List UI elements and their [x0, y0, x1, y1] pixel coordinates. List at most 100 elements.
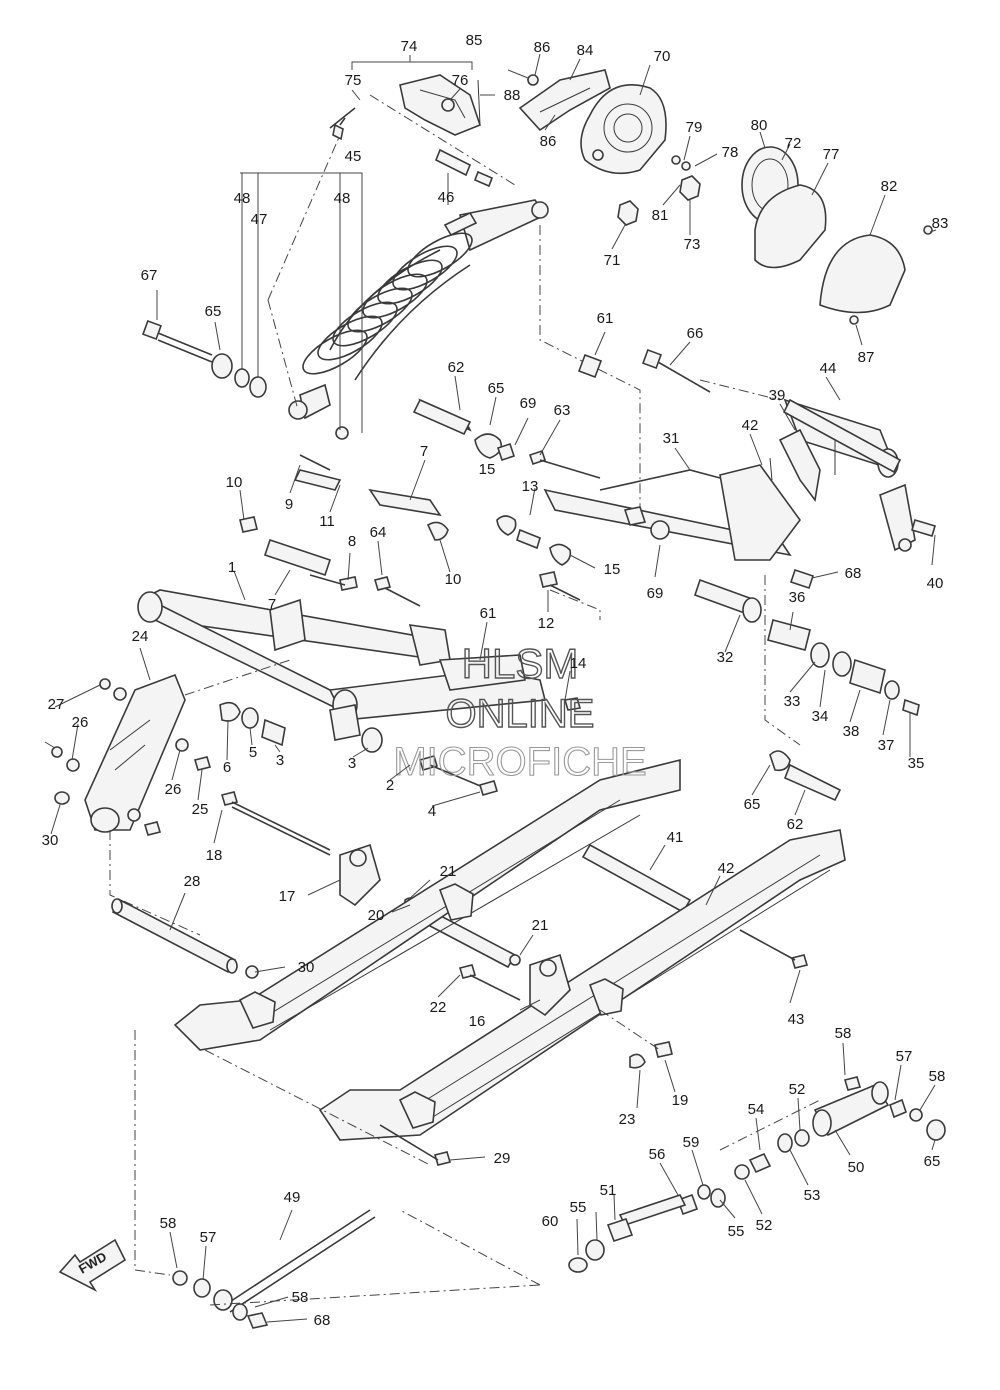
- callout-66: 66: [687, 325, 704, 342]
- callout-86: 86: [534, 39, 551, 56]
- watermark-line-2: ONLINE: [446, 692, 595, 736]
- callout-52: 52: [789, 1081, 806, 1098]
- callout-79: 79: [686, 119, 703, 136]
- callout-29: 29: [494, 1150, 511, 1167]
- callout-88: 88: [504, 87, 521, 104]
- callout-7: 7: [420, 443, 428, 460]
- shock-leaders: [240, 134, 641, 520]
- callout-10: 10: [445, 571, 462, 588]
- callout-78: 78: [722, 144, 739, 161]
- callout-58: 58: [160, 1215, 177, 1232]
- callout-68: 68: [314, 1312, 331, 1329]
- callout-58: 58: [929, 1068, 946, 1085]
- callout-65: 65: [744, 796, 761, 813]
- callout-60: 60: [542, 1213, 559, 1230]
- callout-leaders: [44, 53, 937, 1323]
- forward-direction-tag: FWD: [58, 1238, 127, 1293]
- callout-52: 52: [756, 1217, 773, 1234]
- bolt-67: [142, 320, 267, 398]
- callout-11: 11: [319, 513, 335, 530]
- callout-labels: 1 2 3 3 4 5 6 7 7 8 9 10 10 11 12 13 14 …: [42, 32, 949, 1329]
- callout-42: 42: [742, 417, 759, 434]
- callout-59: 59: [683, 1134, 700, 1151]
- callout-55: 55: [728, 1223, 745, 1240]
- callout-34: 34: [812, 708, 829, 725]
- callout-86: 86: [540, 133, 557, 150]
- callout-85: 85: [466, 32, 483, 49]
- callout-65: 65: [924, 1153, 941, 1170]
- callout-1: 1: [228, 559, 236, 576]
- callout-55: 55: [570, 1199, 587, 1216]
- callout-80: 80: [751, 117, 768, 134]
- callout-74: 74: [401, 38, 418, 55]
- chaincase-group: [507, 69, 933, 325]
- callout-15: 15: [604, 561, 621, 578]
- callout-62: 62: [448, 359, 465, 376]
- link-plate-group: [51, 659, 291, 936]
- callout-49: 49: [284, 1189, 301, 1206]
- callout-58: 58: [292, 1289, 309, 1306]
- callout-57: 57: [896, 1048, 913, 1065]
- callout-69: 69: [520, 395, 537, 412]
- callout-72: 72: [785, 135, 802, 152]
- callout-17: 17: [279, 888, 296, 905]
- callout-13: 13: [522, 478, 539, 495]
- callout-44: 44: [820, 360, 837, 377]
- callout-7: 7: [268, 596, 276, 613]
- lower-shaft-group: [399, 1076, 946, 1286]
- callout-45: 45: [345, 148, 362, 165]
- callout-69: 69: [647, 585, 664, 602]
- callout-48: 48: [334, 190, 351, 207]
- tubes: [111, 398, 902, 979]
- callout-41: 41: [667, 829, 684, 846]
- callout-70: 70: [654, 48, 671, 65]
- callout-61: 61: [597, 310, 614, 327]
- callout-22: 22: [430, 999, 447, 1016]
- callout-68: 68: [845, 565, 862, 582]
- callout-21: 21: [532, 917, 549, 934]
- callout-56: 56: [649, 1146, 666, 1163]
- callout-63: 63: [554, 402, 571, 419]
- callout-87: 87: [858, 349, 875, 366]
- callout-46: 46: [438, 189, 455, 206]
- callout-77: 77: [823, 146, 840, 163]
- callout-21: 21: [440, 863, 457, 880]
- callout-25: 25: [192, 801, 209, 818]
- callout-37: 37: [878, 737, 895, 754]
- callout-27: 27: [48, 696, 65, 713]
- callout-19: 19: [672, 1092, 689, 1109]
- callout-82: 82: [881, 178, 898, 195]
- callout-76: 76: [452, 72, 469, 89]
- callout-75: 75: [345, 72, 362, 89]
- slide-rails: [134, 758, 846, 1276]
- front-arm-assembly: [137, 454, 601, 796]
- callout-84: 84: [577, 42, 594, 59]
- callout-48: 48: [234, 190, 251, 207]
- callout-54: 54: [748, 1101, 765, 1118]
- callout-16: 16: [469, 1013, 486, 1030]
- callout-35: 35: [908, 755, 925, 772]
- callout-36: 36: [789, 589, 806, 606]
- callout-6: 6: [223, 759, 231, 776]
- callout-71: 71: [604, 252, 621, 269]
- callout-47: 47: [251, 211, 268, 228]
- callout-10: 10: [226, 474, 243, 491]
- callout-61: 61: [480, 605, 497, 622]
- callout-30: 30: [298, 959, 315, 976]
- callout-4: 4: [428, 803, 436, 820]
- callout-15: 15: [479, 461, 496, 478]
- callout-73: 73: [684, 236, 701, 253]
- callout-12: 12: [538, 615, 555, 632]
- callout-9: 9: [285, 496, 293, 513]
- callout-39: 39: [769, 387, 786, 404]
- callout-3: 3: [348, 755, 356, 772]
- callout-26: 26: [72, 714, 89, 731]
- callout-2: 2: [386, 777, 394, 794]
- callout-32: 32: [717, 649, 734, 666]
- callout-14: 14: [570, 655, 587, 672]
- axle-18-group: [220, 791, 419, 910]
- callout-51: 51: [600, 1182, 617, 1199]
- callout-64: 64: [370, 524, 387, 541]
